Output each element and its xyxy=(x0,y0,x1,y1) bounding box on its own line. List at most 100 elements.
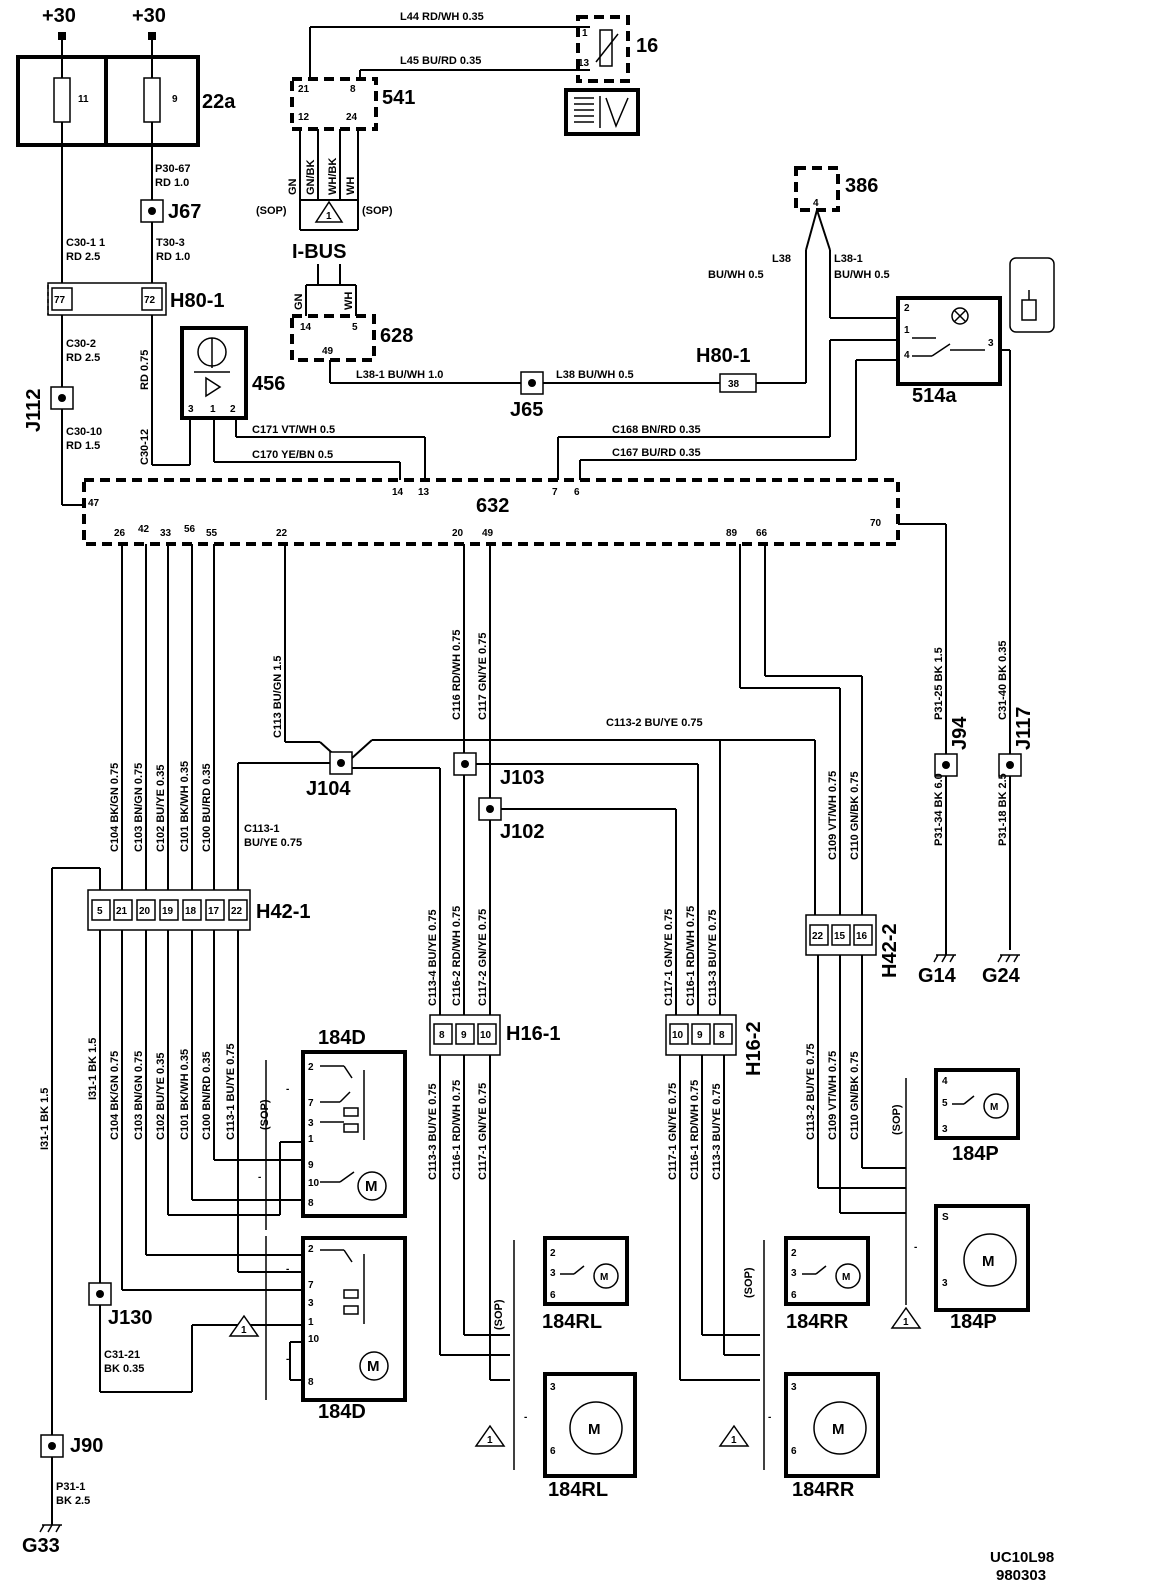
svg-text:M: M xyxy=(588,1421,601,1438)
wire-l38: L38 xyxy=(772,253,791,265)
h16-1-label: H16-1 xyxy=(506,1023,560,1045)
wire-c102b: C102 BU/YE 0.35 xyxy=(155,1053,167,1140)
svg-text:M: M xyxy=(982,1253,995,1270)
svg-text:8: 8 xyxy=(308,1377,314,1388)
pin-541-24: 24 xyxy=(346,112,358,123)
svg-text:10: 10 xyxy=(308,1334,320,1345)
wire-rd075: RD 0.75 xyxy=(139,350,151,390)
svg-text:3: 3 xyxy=(308,1298,314,1309)
door-module-184p-lower-label: 184P xyxy=(950,1311,997,1333)
fuse-box-22a: 11 9 22a xyxy=(16,55,236,147)
svg-text:M: M xyxy=(600,1272,608,1283)
svg-text:-: - xyxy=(258,1172,261,1183)
svg-text:M: M xyxy=(367,1358,380,1375)
svg-text:S: S xyxy=(942,1212,949,1223)
ibus-label: I-BUS xyxy=(292,241,346,263)
fuse-11-label: 11 xyxy=(78,94,89,105)
wire-gn2: GN xyxy=(293,293,305,310)
wire-c171: C171 VT/WH 0.5 xyxy=(252,424,335,436)
j103-label: J103 xyxy=(500,767,545,789)
svg-text:6: 6 xyxy=(791,1290,797,1301)
wire-whbk: WH/BK xyxy=(327,158,339,195)
pin-514a-3: 3 xyxy=(988,338,994,349)
g33-label: G33 xyxy=(22,1535,60,1557)
connector-h16-1: 8 9 10 H16-1 xyxy=(429,1014,560,1056)
svg-text:-: - xyxy=(524,1412,527,1423)
warning-icon-184rr: 1 xyxy=(718,1424,750,1447)
door-module-184rl-upper-label: 184RL xyxy=(542,1311,602,1333)
pin-628-49: 49 xyxy=(322,346,334,357)
door-module-184rr-upper-label: 184RR xyxy=(786,1311,849,1333)
wire-c116-1b: C116-1 RD/WH 0.75 xyxy=(451,1080,463,1180)
svg-text:16: 16 xyxy=(856,931,868,942)
pin-514a-4: 4 xyxy=(904,350,910,361)
door-module-184rl-lower-label: 184RL xyxy=(548,1479,608,1501)
pin-514a-2: 2 xyxy=(904,303,910,314)
pin-628-5: 5 xyxy=(352,322,358,333)
wire-c100: C100 BU/RD 0.35 xyxy=(201,763,213,852)
wire-c109b: C109 VT/WH 0.75 xyxy=(827,1051,839,1140)
wire-c30-10: C30-10 xyxy=(66,426,102,438)
connector-h42-1: 5 21 20 19 18 17 22 H42-1 xyxy=(87,889,310,931)
j130-label: J130 xyxy=(108,1307,153,1329)
svg-text:8: 8 xyxy=(719,1030,725,1041)
wire-rd25b: RD 2.5 xyxy=(66,352,100,364)
junction-j102: J102 xyxy=(478,797,545,843)
pin-632-20: 20 xyxy=(452,528,464,539)
wire-c117-1c: C117-1 GN/YE 0.75 xyxy=(667,1083,679,1180)
h42-1-pin-22: 22 xyxy=(231,906,243,917)
wire-wh: WH xyxy=(345,177,357,195)
svg-text:-: - xyxy=(768,1412,771,1423)
pin-456-1: 1 xyxy=(210,404,216,415)
supply-left: +30 xyxy=(42,5,76,40)
pin-632-49: 49 xyxy=(482,528,494,539)
wire-l38-1b: L38-1 BU/WH 1.0 xyxy=(356,369,443,381)
pin-632-70: 70 xyxy=(870,518,882,529)
wire-c116-2: C116-2 RD/WH 0.75 xyxy=(451,906,463,1006)
sop-184d-upper: (SOP) xyxy=(259,1099,271,1130)
junction-j130: J130 xyxy=(88,1282,153,1329)
wire-l38-1: L38-1 xyxy=(834,253,863,265)
wire-buwh05b: BU/WH 0.5 xyxy=(834,269,890,281)
wire-i31-1: I31-1 BK 1.5 xyxy=(39,1088,51,1150)
svg-text:M: M xyxy=(842,1272,850,1283)
wire-rd15: RD 1.5 xyxy=(66,440,100,452)
pin-632-42: 42 xyxy=(138,524,150,535)
footer-date: 980303 xyxy=(996,1567,1046,1584)
connector-h42-2: 22 15 16 H42-2 xyxy=(805,914,901,978)
wire-c113-2: C113-2 BU/YE 0.75 xyxy=(606,717,703,729)
wire-c116-1c: C116-1 RD/WH 0.75 xyxy=(689,1080,701,1180)
switch-514a-label: 514a xyxy=(912,385,957,407)
svg-text:3: 3 xyxy=(942,1124,948,1135)
wire-gnbk: GN/BK xyxy=(305,160,317,196)
sop-184rr: (SOP) xyxy=(743,1267,755,1298)
sop-left: (SOP) xyxy=(256,205,287,217)
sensor-16-label: 16 xyxy=(636,35,658,57)
warning-icon: 1 xyxy=(314,200,344,223)
svg-text:-: - xyxy=(286,1084,289,1095)
svg-text:M: M xyxy=(990,1102,998,1113)
door-module-184rr-lower: 3 - 6 M 184RR xyxy=(768,1372,880,1501)
pin-514a-1: 1 xyxy=(904,325,910,336)
door-module-184p-upper-label: 184P xyxy=(952,1143,999,1165)
pin-77: 77 xyxy=(54,295,66,306)
h42-1-pin-5: 5 xyxy=(97,906,103,917)
wire-c31-40: C31-40 BK 0.35 xyxy=(997,641,1009,721)
svg-text:6: 6 xyxy=(791,1446,797,1457)
svg-text:2: 2 xyxy=(308,1244,314,1255)
junction-j103: J103 xyxy=(453,752,545,789)
junction-j104: J104 xyxy=(306,751,353,800)
svg-text:1: 1 xyxy=(308,1317,314,1328)
svg-text:2: 2 xyxy=(791,1248,797,1259)
wire-c117-2: C117-2 GN/YE 0.75 xyxy=(477,909,489,1006)
wire-wh2: WH xyxy=(343,292,355,310)
wire-l45: L45 BU/RD 0.35 xyxy=(400,55,481,67)
h42-1-pin-19: 19 xyxy=(162,906,174,917)
wire-p31-25: P31-25 BK 1.5 xyxy=(933,647,945,720)
svg-text:15: 15 xyxy=(834,931,846,942)
wire-c103: C103 BN/GN 0.75 xyxy=(133,763,145,852)
svg-text:8: 8 xyxy=(308,1198,314,1209)
pin-h80-38: 38 xyxy=(728,379,740,390)
svg-text:10: 10 xyxy=(672,1030,684,1041)
j117-label: J117 xyxy=(1013,707,1035,750)
